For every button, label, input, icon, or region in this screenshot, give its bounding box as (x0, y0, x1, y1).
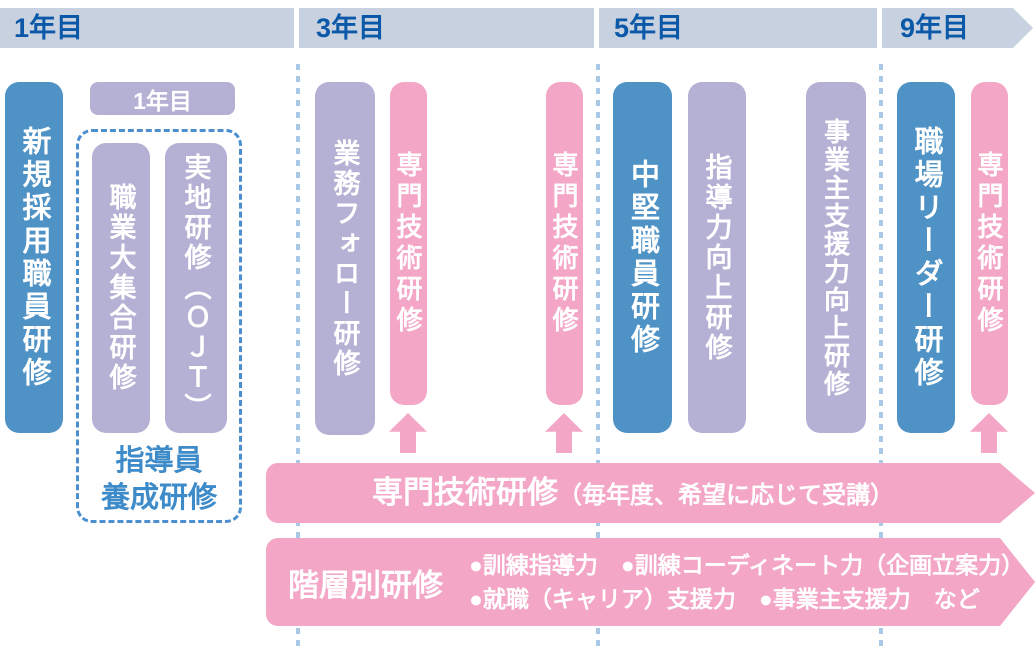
bar-workplace-leader-training: 職場リーダー研修 (897, 82, 955, 433)
bar-label: 専門技術研修 (549, 150, 579, 337)
timeline-divider (877, 8, 882, 48)
year3-divider-dotted-line (296, 64, 300, 648)
year-label-3: 3年目 (316, 13, 386, 43)
timeline-divider (594, 8, 599, 48)
year-label-1: 1年目 (14, 13, 84, 43)
bullet-line1: ●訓練指導力 ●訓練コーディネート力（企画立案力） (469, 552, 1025, 578)
bar-label: 実地研修（ＯＪＴ） (180, 153, 211, 423)
year-label-5: 5年目 (614, 13, 684, 43)
bar-work-followup-training: 業務フォロー研修 (315, 82, 375, 435)
bar-label: 事業主支援力向上研修 (820, 117, 851, 398)
caption-line2: 養成研修 (100, 482, 217, 514)
up-arrow-icon (389, 413, 427, 453)
year9-divider-dotted-line (879, 64, 883, 648)
bar-label: 新規採用職員研修 (18, 125, 50, 390)
bar-instruction-skill-improvement-training: 指導力向上研修 (688, 82, 746, 433)
caption-instructor-development-training: 指導員 養成研修 (76, 443, 242, 517)
caption-line1: 指導員 (115, 445, 203, 477)
timeline-divider (294, 8, 299, 48)
bar-technical-training-3: 専門技術研修 (971, 82, 1008, 405)
banner-note: （毎年度、希望に応じて受講） (558, 482, 894, 509)
bar-technical-training-1: 専門技術研修 (390, 82, 427, 405)
banner-technical-training: 専門技術研修（毎年度、希望に応じて受講） (266, 463, 1035, 523)
instructor-training-group-outline (76, 129, 242, 523)
bar-technical-training-2: 専門技術研修 (546, 82, 583, 405)
banner-bullet-list: ●訓練指導力 ●訓練コーディネート力（企画立案力） ●就職（キャリア）支援力 ●… (469, 548, 1024, 616)
bar-label: 職場リーダー研修 (910, 125, 942, 390)
banner-title: 専門技術研修 (372, 475, 558, 510)
bar-label: 専門技術研修 (974, 150, 1004, 337)
bar-label: 職業大集合研修 (105, 183, 136, 393)
timeline-bar: 1年目 3年目 5年目 9年目 (0, 8, 1033, 48)
up-arrow-icon (970, 413, 1008, 453)
bar-employer-support-improvement-training: 事業主支援力向上研修 (806, 82, 866, 433)
bullet-line2: ●就職（キャリア）支援力 ●事業主支援力 など (469, 586, 980, 612)
bar-label: 専門技術研修 (393, 150, 423, 337)
bar-ojt-field-training: 実地研修（ＯＪＴ） (165, 143, 227, 433)
tab-label: 1年目 (133, 87, 192, 114)
banner-title: 階層別研修 (288, 567, 443, 603)
bar-vocational-univ-group-training: 職業大集合研修 (92, 143, 150, 433)
year-label-9: 9年目 (900, 13, 970, 43)
bar-midlevel-staff-training: 中堅職員研修 (613, 82, 672, 433)
bar-label: 指導力向上研修 (701, 152, 732, 363)
bar-label: 中堅職員研修 (626, 158, 659, 357)
banner-tiered-training: 階層別研修 ●訓練指導力 ●訓練コーディネート力（企画立案力） ●就職（キャリア… (266, 538, 1035, 626)
bar-new-hire-training: 新規採用職員研修 (5, 82, 63, 433)
tab-year1: 1年目 (90, 82, 235, 115)
year5-divider-dotted-line (596, 64, 600, 648)
up-arrow-icon (545, 413, 583, 453)
bar-label: 業務フォロー研修 (329, 138, 360, 379)
